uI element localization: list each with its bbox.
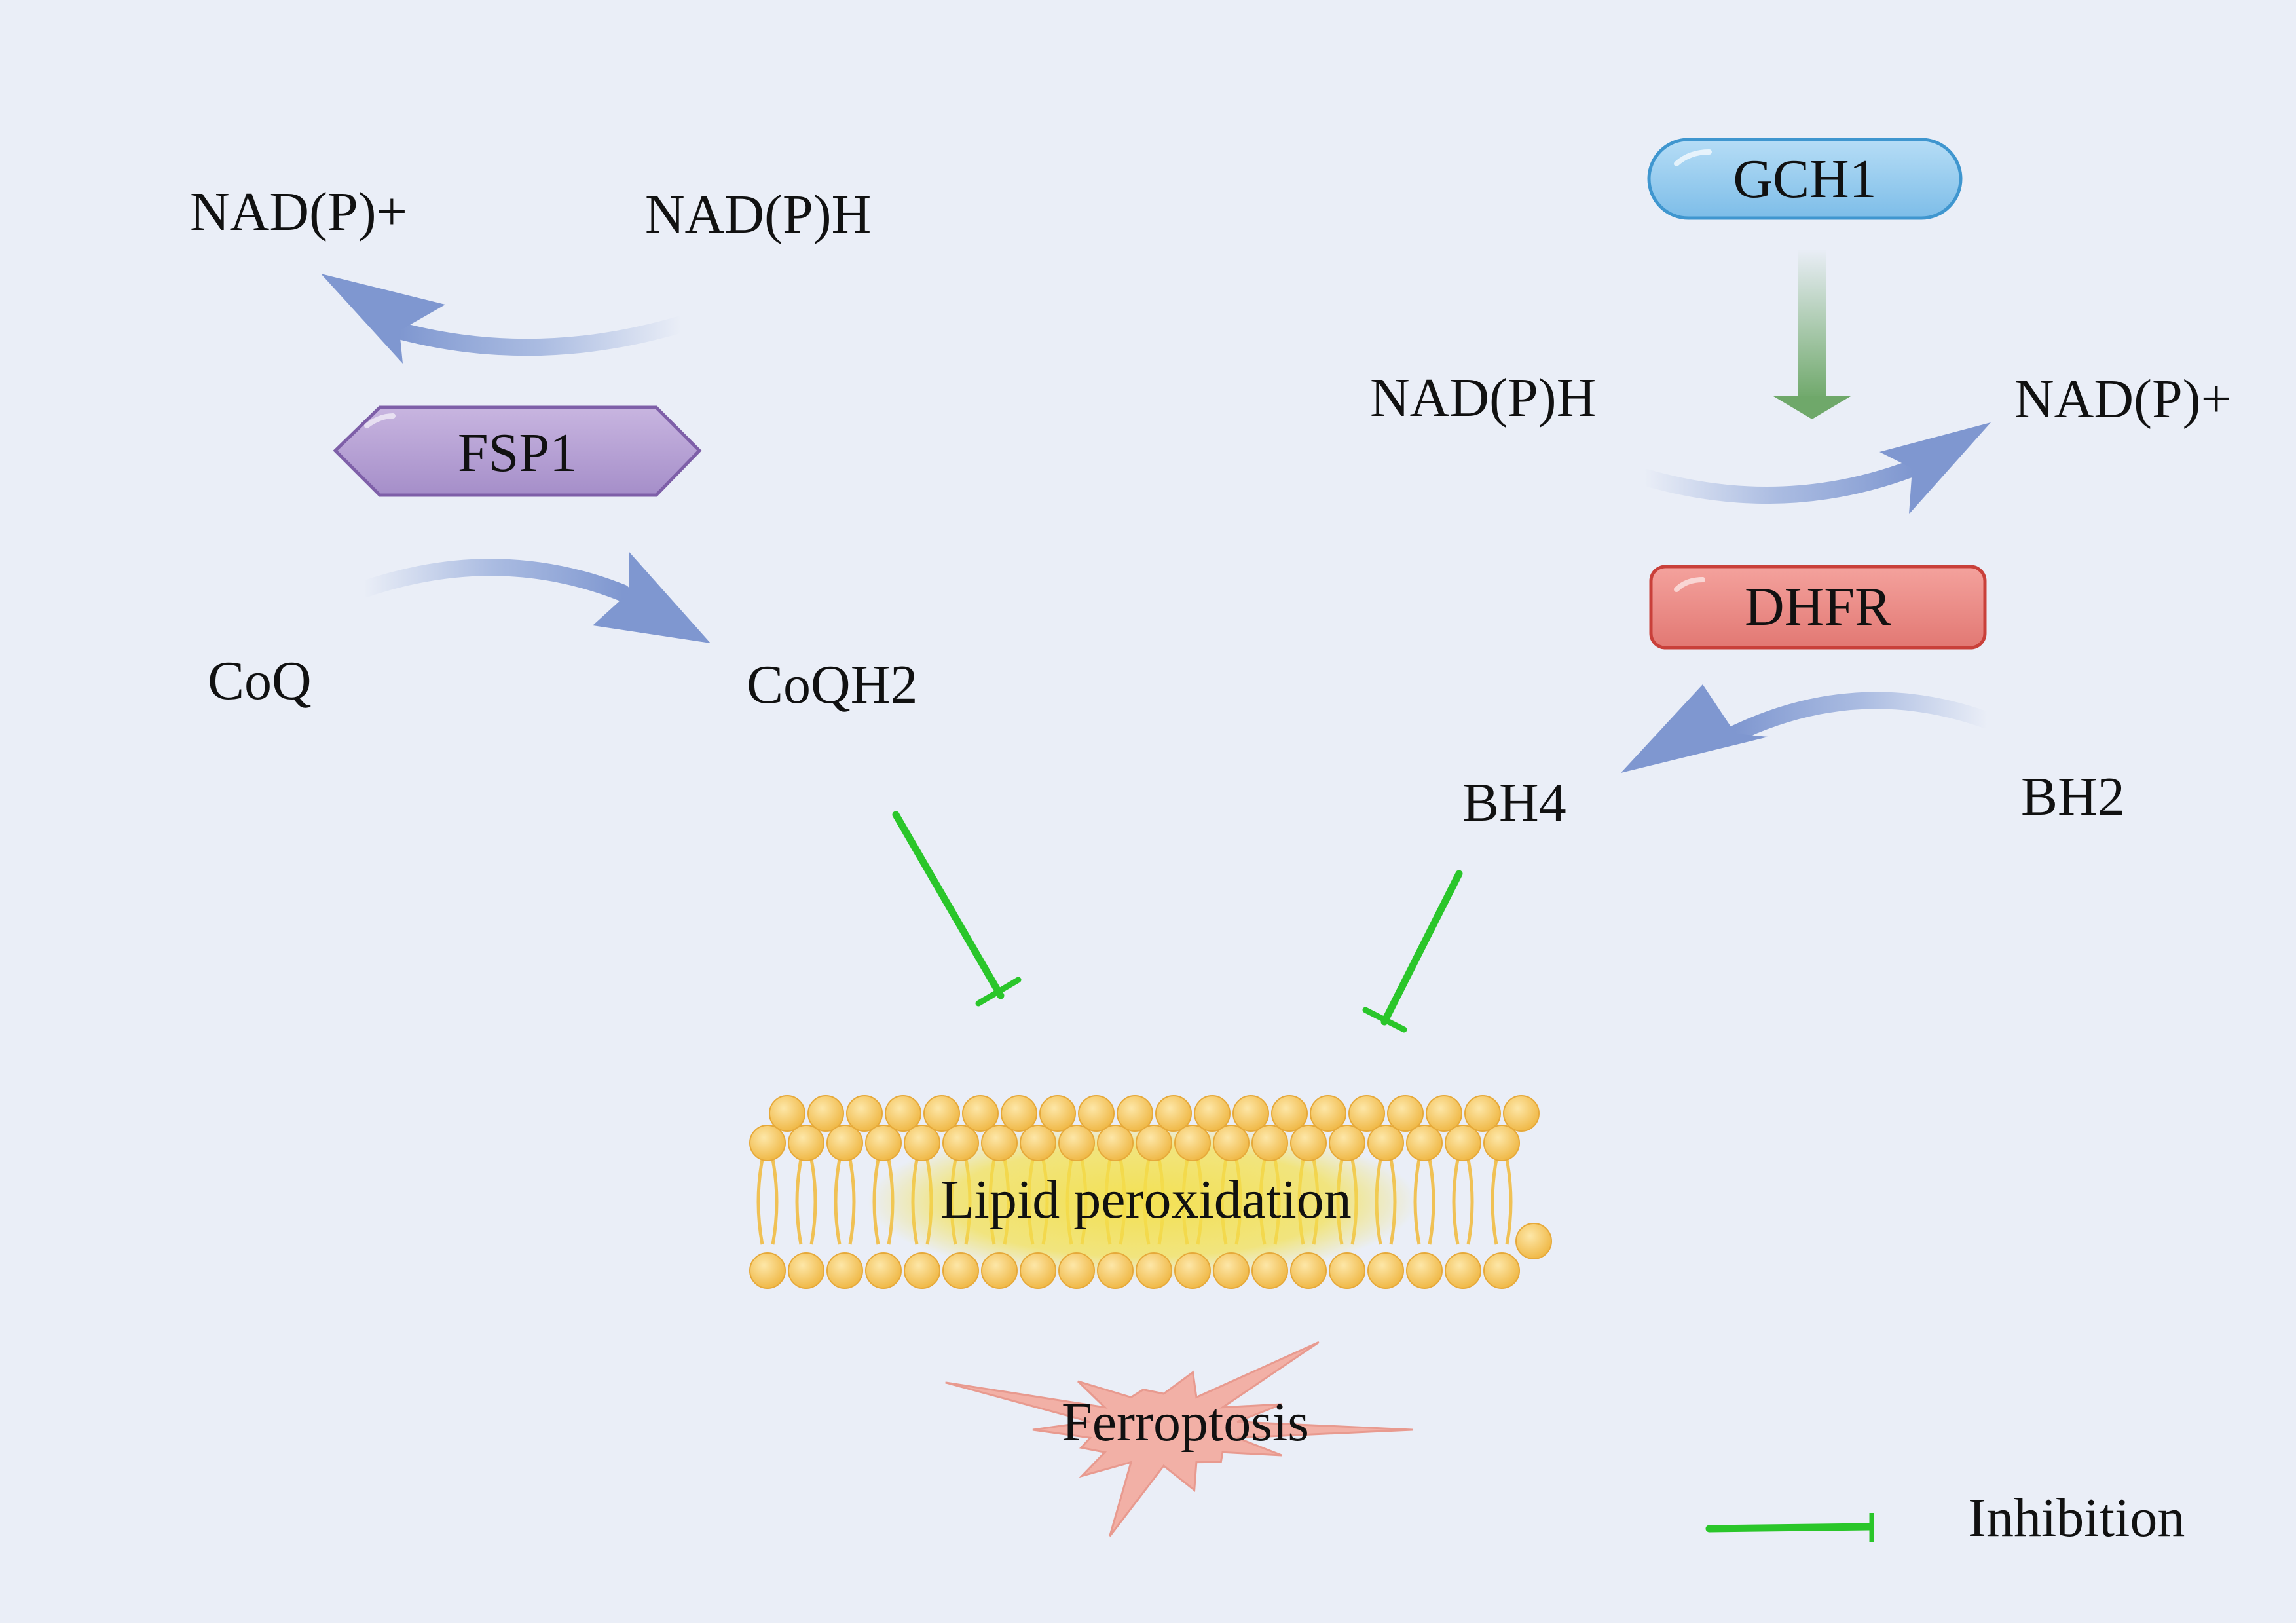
right-nadp-plus-label: NAD(P)+	[2014, 369, 2232, 430]
bh2-label: BH2	[2021, 766, 2125, 827]
left-nadph-label: NAD(P)H	[645, 184, 872, 245]
coqh2-label: CoQH2	[747, 654, 918, 715]
fsp1-label: FSP1	[457, 422, 578, 483]
lipid-heads	[749, 1095, 1552, 1289]
nadph-to-nadp-arrow-right	[1635, 422, 1991, 514]
peroxidation-glow	[868, 1123, 1418, 1280]
bh4-inhibition-line	[1362, 870, 1463, 1033]
gch1-label: GCH1	[1733, 149, 1877, 210]
fsp1-enzyme-badge	[333, 405, 702, 497]
legend-inhibition-label: Inhibition	[1968, 1487, 2185, 1548]
dhfr-label: DHFR	[1744, 576, 1892, 637]
lipid-bilayer-membrane	[749, 1095, 1552, 1289]
gch1-enzyme-badge	[1647, 138, 1963, 220]
ferroptosis-starburst	[945, 1341, 1413, 1537]
dhfr-enzyme-badge	[1649, 565, 1987, 650]
left-nadp-plus-label: NAD(P)+	[190, 181, 408, 242]
lipid-peroxidation-label: Lipid peroxidation	[940, 1169, 1352, 1230]
bh4-label: BH4	[1462, 772, 1566, 833]
legend-inhibition-symbol	[1705, 1513, 1874, 1542]
bh2-to-bh4-arrow	[1621, 684, 1996, 773]
coqh2-inhibition-line	[892, 811, 1022, 1007]
coq-to-coqh2-arrow	[355, 551, 711, 643]
nadph-to-nadp-arrow-left	[321, 274, 690, 364]
gch1-activation-arrow	[1773, 249, 1851, 419]
coq-label: CoQ	[208, 650, 312, 711]
right-nadph-label: NAD(P)H	[1370, 367, 1597, 428]
ferroptosis-label: Ferroptosis	[1062, 1392, 1309, 1453]
